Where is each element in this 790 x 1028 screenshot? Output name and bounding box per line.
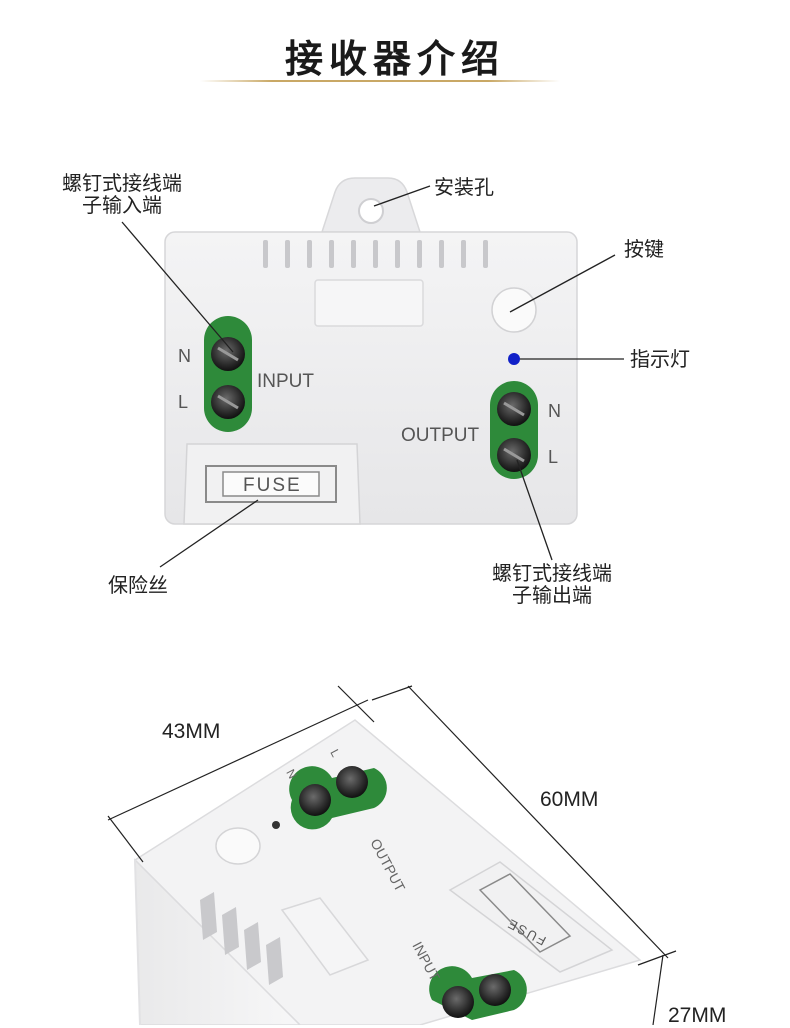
callout-button: 按键 [624, 237, 664, 261]
dimension-lines [107, 685, 677, 1025]
output-n-label: N [548, 401, 561, 421]
callout-screw-output: 螺钉式接线端 子输出端 [466, 562, 638, 606]
indicator-led [508, 353, 520, 365]
callout-mount-hole: 安装孔 [434, 175, 494, 199]
callout-screw-output-line1: 螺钉式接线端 [492, 561, 612, 585]
vent-slots [263, 240, 488, 268]
device-perspective-view: OUTPUT INPUT FUSE N L [133, 719, 642, 1025]
callout-indicator: 指示灯 [630, 347, 690, 371]
callout-fuse: 保险丝 [108, 573, 168, 597]
output-label: OUTPUT [401, 425, 480, 446]
fuse-label: FUSE [243, 475, 302, 496]
callout-screw-output-line2: 子输出端 [512, 583, 592, 607]
dimension-height: 27MM [668, 1004, 727, 1027]
input-n-label: N [178, 346, 191, 366]
callout-screw-input: 螺钉式接线端 子输入端 [36, 172, 208, 216]
input-terminal [204, 316, 252, 432]
label-window [314, 279, 424, 327]
dimension-width: 43MM [162, 720, 221, 743]
input-l-label: L [178, 392, 188, 412]
mount-hole-icon [358, 198, 384, 224]
callout-screw-input-line1: 螺钉式接线端 [62, 171, 182, 195]
device-top-view: N L INPUT OUTPUT N L FUSE [164, 177, 578, 525]
title-underline [200, 80, 560, 82]
callout-screw-input-line2: 子输入端 [82, 193, 162, 217]
output-terminal [490, 381, 538, 479]
input-label: INPUT [257, 371, 314, 392]
output-l-label: L [548, 447, 558, 467]
dimension-length: 60MM [540, 788, 599, 811]
leader-lines [121, 185, 624, 568]
page-title: 接收器介绍 [284, 37, 505, 81]
